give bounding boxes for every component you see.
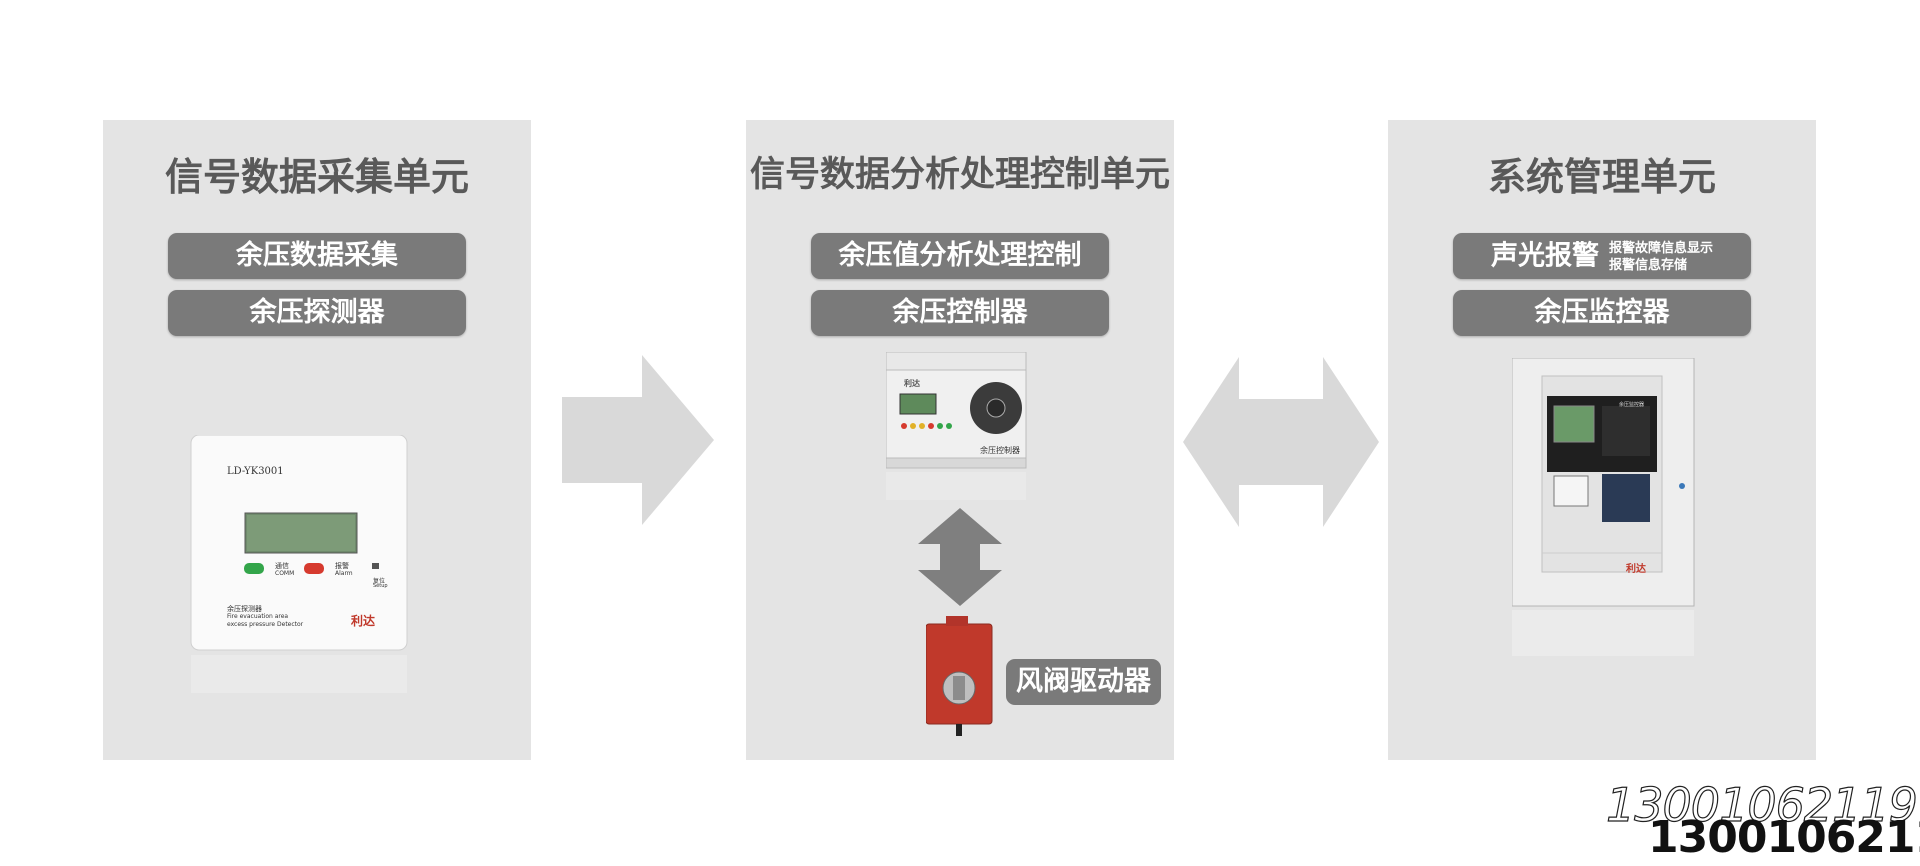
phone-number-outline: 13001062119 — [1605, 777, 1918, 832]
detector-label-comm-en: COMM — [275, 570, 295, 577]
phone-number-bold: 13001062119 — [1648, 812, 1920, 863]
panel-system-management: 系统管理单元 声光报警报警故障信息显示报警信息存储 余压监控器 余压监控器 利达 — [1388, 120, 1816, 760]
function-pill: 声光报警报警故障信息显示报警信息存储 — [1453, 233, 1751, 279]
function-pill: 余压数据采集 — [168, 233, 466, 279]
detector-label-reset-en: Setup — [373, 583, 388, 589]
panel-title: 信号数据采集单元 — [164, 155, 469, 199]
monitor-brand-logo: 利达 — [1626, 564, 1646, 575]
function-pill: 余压值分析处理控制 — [811, 233, 1109, 279]
controller-brand-logo: 利达 — [904, 379, 920, 388]
panel-title: 信号数据分析处理控制单元 — [749, 155, 1170, 195]
pill-main-label: 声光报警 — [1490, 240, 1599, 272]
controller-name: 余压控制器 — [980, 446, 1020, 455]
detector-name-en-2: excess pressure Detector — [227, 621, 304, 628]
up-down-arrow-icon — [918, 508, 1002, 606]
panel-analysis-control: 信号数据分析处理控制单元 余压值分析处理控制 余压控制器 利达 余压控制器 风阀… — [746, 120, 1174, 760]
damper-label: 风阀驱动器 — [1006, 659, 1161, 705]
device-pill: 余压监控器 — [1453, 290, 1751, 336]
left-right-arrow-icon — [1183, 357, 1379, 527]
damper-actuator-device — [926, 616, 993, 736]
pill-side-label-1: 报警故障信息显示 — [1608, 240, 1713, 256]
device-pill: 余压控制器 — [811, 290, 1109, 336]
pressure-monitor-cabinet — [1512, 358, 1695, 656]
pill-side-label-2: 报警信息存储 — [1608, 257, 1687, 273]
detector-label-reset: 复位 — [373, 578, 386, 585]
panel-signal-acquisition: 信号数据采集单元 余压数据采集 余压探测器 LD-YK3001 通信 COMM … — [103, 120, 531, 760]
detector-brand-logo: 利达 — [351, 614, 376, 628]
monitor-header-label: 余压监控器 — [1619, 402, 1645, 408]
panel-title: 系统管理单元 — [1487, 155, 1716, 199]
detector-label-alarm-en: Alarm — [335, 570, 353, 577]
pill-side-labels: 报警故障信息显示报警信息存储 — [1609, 240, 1713, 274]
detector-label-alarm: 报警 — [335, 562, 349, 570]
pressure-controller-device — [886, 352, 1027, 500]
right-arrow-icon — [562, 355, 714, 525]
pressure-detector-device — [190, 435, 408, 693]
device-pill: 余压探测器 — [168, 290, 466, 336]
detector-label-comm: 通信 — [275, 562, 289, 570]
detector-name-cn: 余压探测器 — [227, 605, 262, 613]
detector-model: LD-YK3001 — [227, 466, 284, 477]
detector-name-en-1: Fire evacuation area — [227, 613, 289, 620]
